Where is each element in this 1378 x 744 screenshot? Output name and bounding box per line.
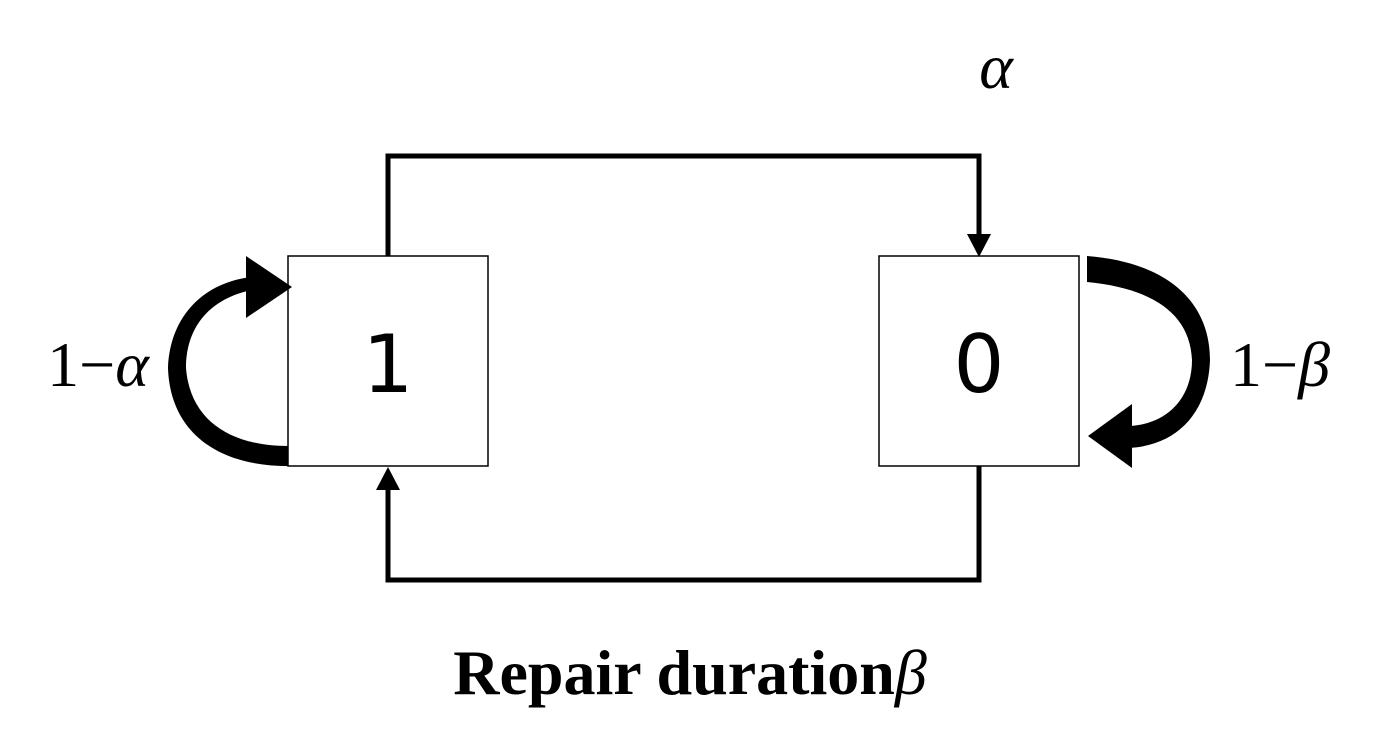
transition-0-to-1-arrowhead [376, 467, 400, 490]
transition-1-to-0-line [385, 153, 982, 256]
transition-1-to-0-arrowhead [967, 234, 991, 257]
label-right-self-loop: 1−β [1230, 329, 1330, 400]
self-loop-state-0-arc [1087, 256, 1210, 448]
label-left-self-loop: 1−α [47, 329, 150, 400]
self-loop-state-0-arrowhead [1088, 404, 1132, 468]
self-loop-state-0 [1087, 256, 1210, 468]
self-loop-state-1-arc [168, 277, 288, 466]
transition-1-to-0 [385, 153, 991, 257]
label-repair-duration: Repair durationβ [453, 637, 927, 708]
transition-0-to-1 [376, 466, 982, 583]
state-1-label: 1 [363, 318, 414, 411]
label-alpha-top: α [979, 31, 1014, 102]
self-loop-state-1 [168, 256, 292, 466]
self-loop-state-1-arrowhead [246, 256, 292, 318]
transition-0-to-1-line [385, 466, 982, 583]
state-1-node: 1 [287, 255, 489, 467]
state-0-label: 0 [954, 318, 1005, 411]
state-0-node: 0 [878, 255, 1080, 467]
